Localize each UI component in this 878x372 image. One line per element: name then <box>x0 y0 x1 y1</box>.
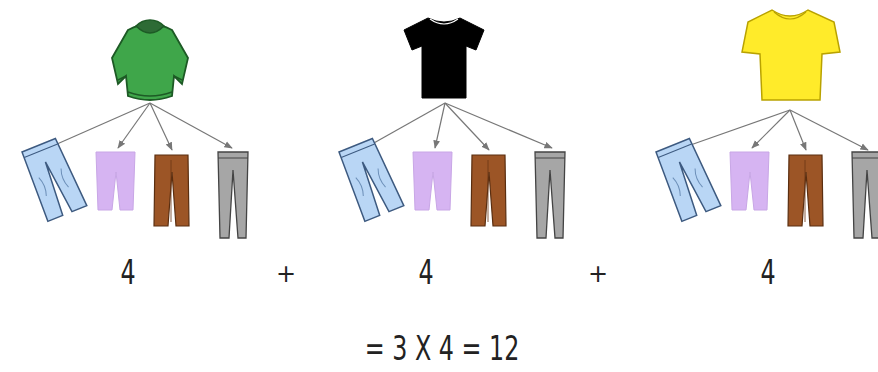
count-number: 4 <box>418 255 433 289</box>
plus-sign: + <box>588 262 608 286</box>
count-number: 4 <box>760 255 775 289</box>
plus-sign: + <box>276 262 296 286</box>
result-equation: = 3 X 4 = 12 <box>365 331 520 365</box>
count-number: 4 <box>120 255 135 289</box>
